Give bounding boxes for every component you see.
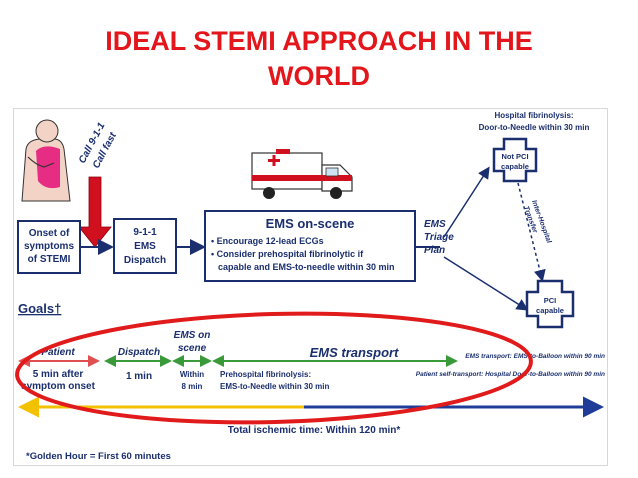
pci-line-1: PCI	[544, 296, 557, 305]
door-to-needle-label: Door-to-Needle within 30 min	[479, 123, 590, 132]
dispatch-line-2: EMS	[134, 241, 156, 252]
triage-line-2: Triage	[424, 232, 454, 243]
triage-line-3: Plan	[424, 245, 445, 256]
goals-label: Goals†	[18, 301, 61, 316]
timeline-ems-transport-label: EMS transport	[310, 345, 400, 360]
ems-dispatch-box	[113, 218, 177, 274]
slide-title-line-2: WORLD	[268, 61, 370, 91]
ambulance-icon	[251, 149, 353, 199]
dispatch-line-1: 9-1-1	[133, 227, 157, 238]
timeline-ems-scene-label-2: scene	[178, 343, 207, 354]
patient-chest-pain-icon	[21, 119, 71, 202]
not-pci-line-1: Not PCI	[501, 152, 528, 161]
onset-of-symptoms-box	[17, 220, 81, 274]
timeline-ems-scene-label-1: EMS on	[174, 330, 211, 341]
hospital-fibrinolysis-label: Hospital fibrinolysis:	[494, 111, 573, 120]
golden-hour-footnote: *Golden Hour = First 60 minutes	[26, 451, 171, 462]
timeline-patient-value-2: symptom onset	[21, 381, 96, 392]
dispatch-line-3: Dispatch	[124, 255, 166, 266]
timeline-ems-scene-value-1: Within	[180, 370, 204, 379]
ems-bullet-2: • Consider prehospital fibrinolytic if	[211, 249, 364, 259]
triage-to-not-pci-arrow	[443, 166, 490, 238]
diagram-svg: Call 9-1-1 Call fast Onset of symptoms o…	[15, 111, 605, 462]
pci-capable-hospital	[525, 279, 575, 329]
timeline-fibrinolysis-value-1: Prehospital fibrinolysis:	[220, 370, 311, 379]
not-pci-line-2: capable	[501, 162, 529, 171]
ems-on-scene-box	[204, 210, 416, 282]
timeline-dispatch-label: Dispatch	[118, 347, 160, 358]
timeline-fibrinolysis-value-2: EMS-to-Needle within 30 min	[220, 382, 329, 391]
call-911-down-arrow	[78, 176, 112, 248]
triage-line-1: EMS	[424, 219, 446, 230]
not-pci-capable-hospital	[492, 137, 538, 183]
timeline-dispatch-value: 1 min	[126, 371, 152, 382]
inter-hospital-transfer-arrow	[517, 182, 546, 282]
self-transport-goal: Patient self-transport: Hospital Door-to…	[416, 371, 605, 378]
timeline-ems-scene-value-2: 8 min	[182, 382, 203, 391]
total-ischemic-time-label: Total ischemic time: Within 120 min*	[228, 425, 401, 436]
ems-bullet-1: • Encourage 12-lead ECGs	[211, 236, 324, 246]
ems-transport-goal: EMS transport: EMS-to-Balloon within 90 …	[465, 353, 605, 360]
onset-line-1: Onset of	[29, 228, 70, 239]
pci-line-2: capable	[536, 306, 564, 315]
timeline-patient-value-1: 5 min after	[33, 369, 84, 380]
onset-line-2: symptoms	[24, 241, 74, 252]
ems-bullet-3: capable and EMS-to-needle within 30 min	[218, 262, 395, 272]
timeline-patient-label: Patient	[41, 347, 75, 358]
triage-to-pci-arrow	[443, 256, 529, 311]
onset-line-3: of STEMI	[28, 254, 71, 265]
highlight-ellipse	[15, 311, 533, 425]
stemi-flow-diagram: Call 9-1-1 Call fast Onset of symptoms o…	[13, 108, 608, 466]
slide-title-line-1: IDEAL STEMI APPROACH IN THE	[105, 26, 533, 56]
ems-on-scene-title: EMS on-scene	[266, 216, 355, 231]
